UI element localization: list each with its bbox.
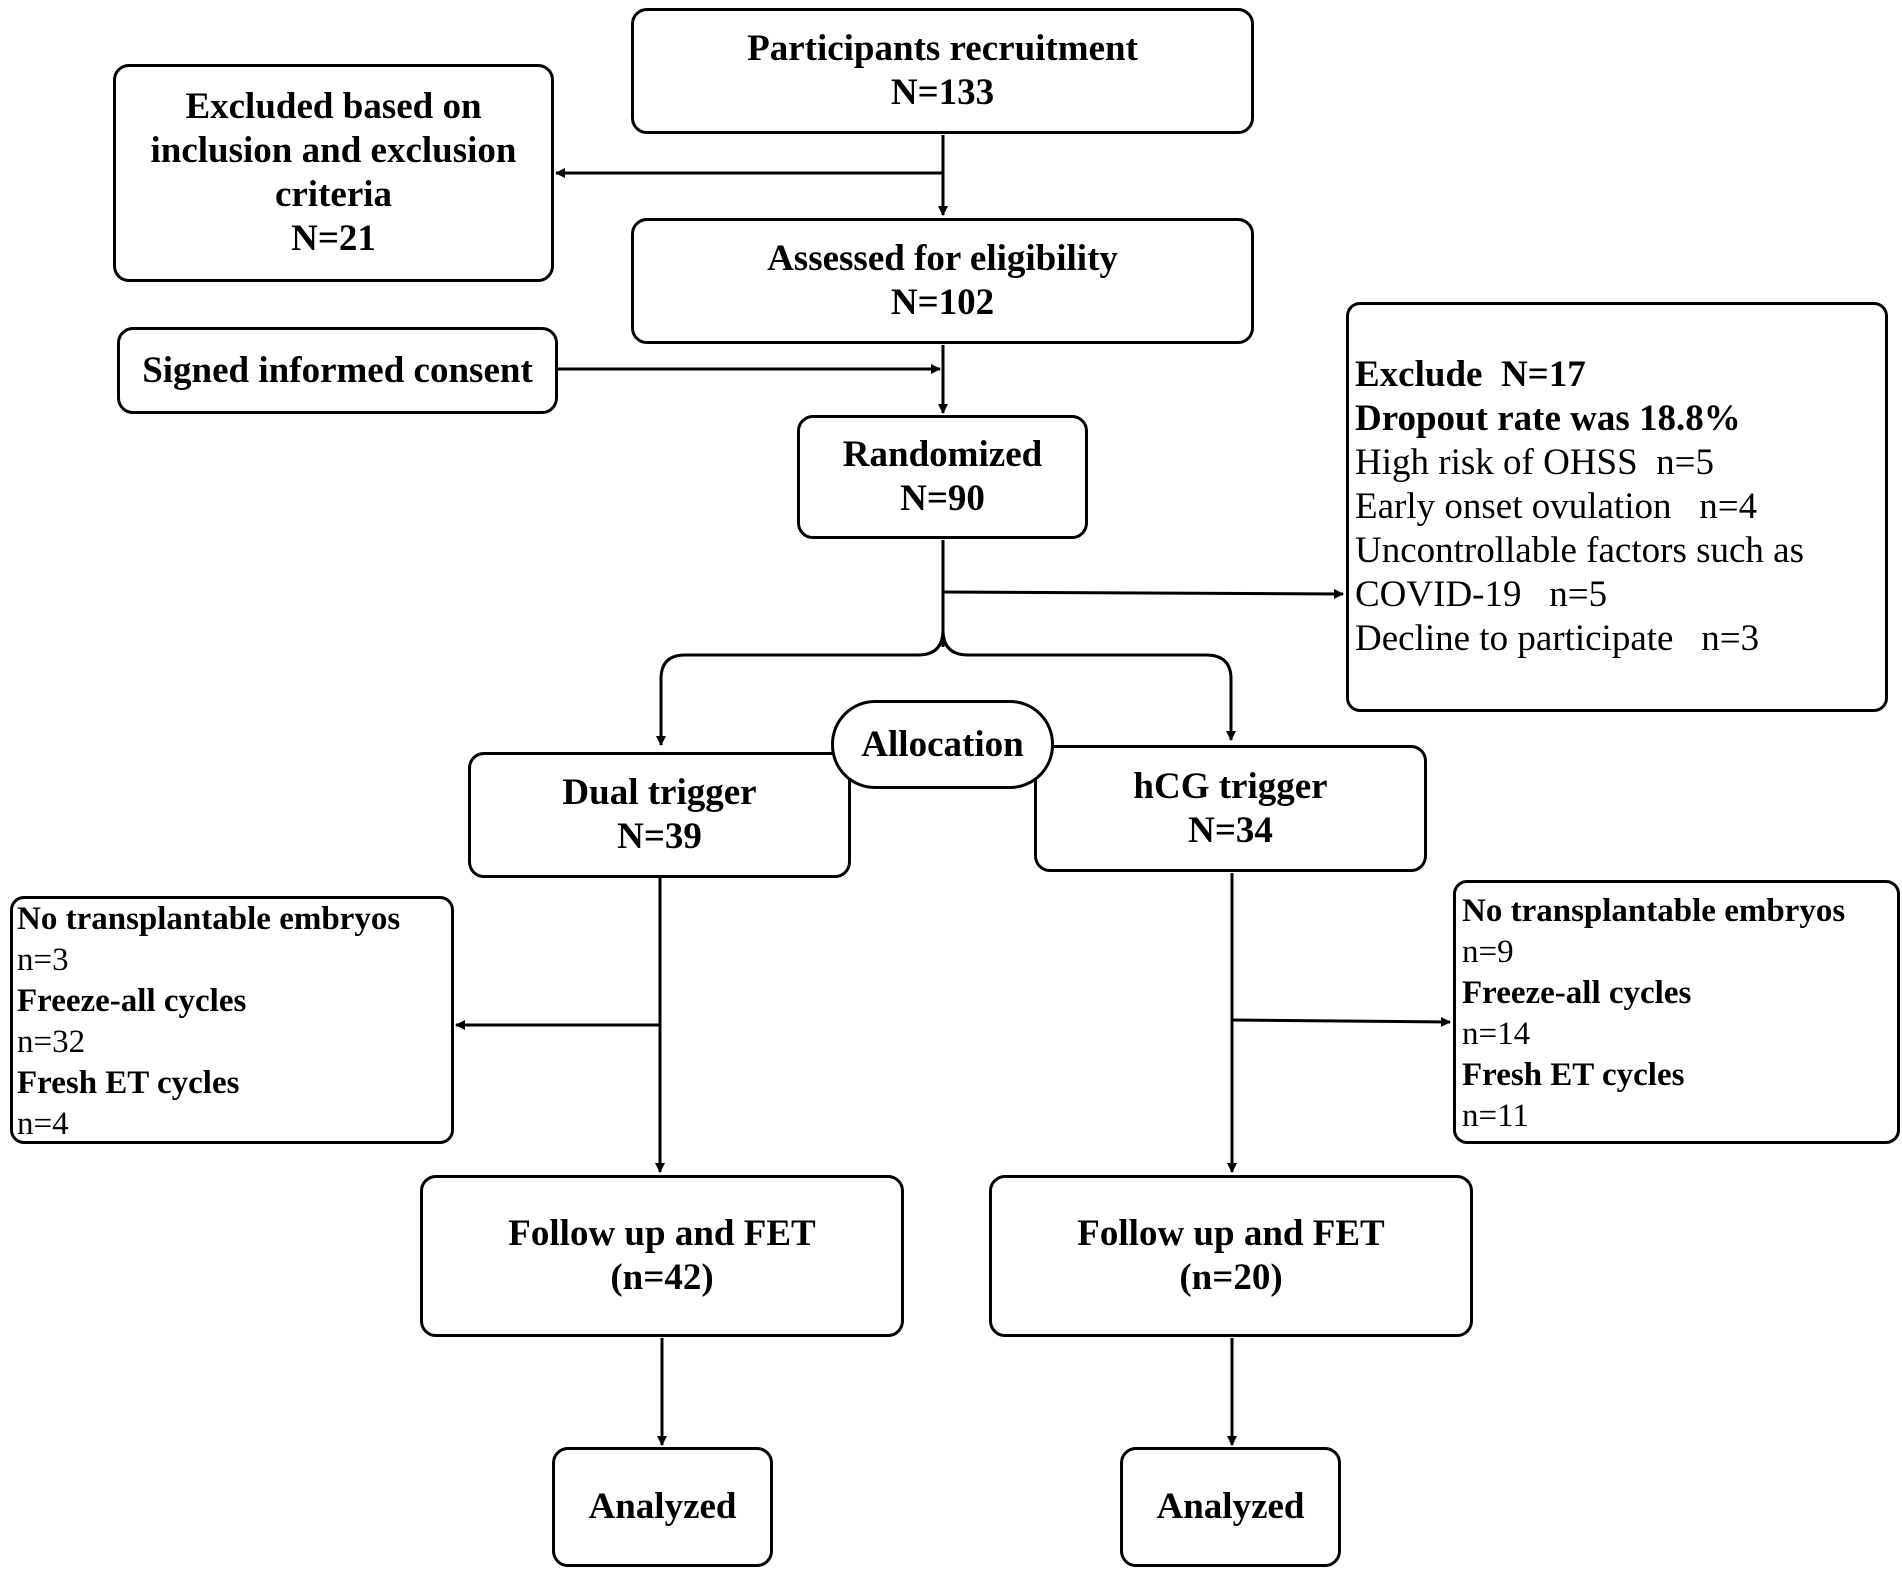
dropout-rate: Dropout rate was 18.8% — [1355, 398, 1741, 439]
randomized-title: Randomized — [842, 434, 1043, 475]
connector-split-left — [656, 629, 945, 746]
outcome-label: No transplantable embryos — [17, 901, 401, 937]
arrow-hcg-to-outcomes — [1231, 1016, 1451, 1027]
exclusion-item: Early onset ovulation n=4 — [1355, 486, 1758, 527]
outcome-value: n=14 — [1462, 1016, 1531, 1052]
assessed-title: Assessed for eligibility — [767, 238, 1118, 279]
exclusion-heading: Exclude N=17 — [1355, 354, 1586, 395]
outcome-label: Freeze-all cycles — [1462, 975, 1692, 1011]
outcome-label: Fresh ET cycles — [1462, 1057, 1685, 1093]
outcome-value: n=11 — [1462, 1098, 1529, 1134]
hcg-trigger-box: hCG trigger N=34 — [1034, 745, 1427, 872]
outcome-value: n=9 — [1462, 934, 1514, 970]
dual-outcomes-box: No transplantable embryos n=3 Freeze-all… — [10, 896, 454, 1144]
excluded-box: Excluded based on inclusion and exclusio… — [113, 64, 554, 282]
hcg-outcomes-box: No transplantable embryos n=9 Freeze-all… — [1453, 880, 1900, 1144]
consent-box: Signed informed consent — [117, 327, 558, 414]
arrow-to-exclusion — [942, 588, 1344, 599]
excluded-count: N=21 — [291, 218, 376, 259]
allocation-label: Allocation — [861, 724, 1024, 765]
analyzed-dual-box: Analyzed — [552, 1447, 773, 1567]
followup-hcg-box: Follow up and FET (n=20) — [989, 1175, 1473, 1337]
outcome-label: No transplantable embryos — [1462, 893, 1846, 929]
consent-title: Signed informed consent — [142, 349, 533, 391]
followup-hcg-title: Follow up and FET — [1077, 1213, 1385, 1254]
randomized-box: Randomized N=90 — [797, 415, 1088, 539]
recruitment-box: Participants recruitment N=133 — [631, 8, 1254, 134]
outcome-label: Freeze-all cycles — [17, 983, 247, 1019]
dual-title: Dual trigger — [562, 772, 757, 813]
allocation-pill: Allocation — [831, 700, 1054, 789]
analyzed-hcg-title: Analyzed — [1156, 1486, 1305, 1527]
exclusion-details-box: Exclude N=17 Dropout rate was 18.8% High… — [1346, 302, 1888, 712]
recruitment-title: Participants recruitment — [747, 28, 1138, 69]
followup-dual-title: Follow up and FET — [508, 1213, 816, 1254]
excluded-line2: inclusion and exclusion — [150, 130, 517, 171]
recruitment-count: N=133 — [890, 72, 995, 113]
followup-dual-count: (n=42) — [610, 1257, 714, 1298]
connector-split-right — [941, 629, 1236, 741]
hcg-title: hCG trigger — [1133, 765, 1328, 807]
exclusion-item: Uncontrollable factors such as — [1355, 530, 1804, 571]
analyzed-hcg-box: Analyzed — [1120, 1447, 1341, 1567]
excluded-line1: Excluded based on — [185, 86, 482, 127]
exclusion-item: High risk of OHSS n=5 — [1355, 442, 1715, 483]
excluded-line3: criteria — [274, 174, 393, 215]
exclusion-item: Decline to participate n=3 — [1355, 618, 1760, 659]
followup-dual-box: Follow up and FET (n=42) — [420, 1175, 904, 1337]
outcome-label: Fresh ET cycles — [17, 1065, 240, 1101]
randomized-count: N=90 — [900, 478, 985, 519]
exclusion-item: COVID-19 n=5 — [1355, 574, 1608, 615]
analyzed-dual-title: Analyzed — [588, 1486, 737, 1527]
assessed-count: N=102 — [890, 282, 995, 323]
dual-trigger-box: Dual trigger N=39 — [468, 752, 851, 878]
outcome-value: n=32 — [17, 1024, 86, 1060]
outcome-value: n=3 — [17, 942, 69, 978]
followup-hcg-count: (n=20) — [1179, 1257, 1283, 1298]
hcg-count: N=34 — [1188, 809, 1273, 851]
assessed-box: Assessed for eligibility N=102 — [631, 218, 1254, 344]
dual-count: N=39 — [617, 816, 702, 857]
outcome-value: n=4 — [17, 1106, 69, 1142]
